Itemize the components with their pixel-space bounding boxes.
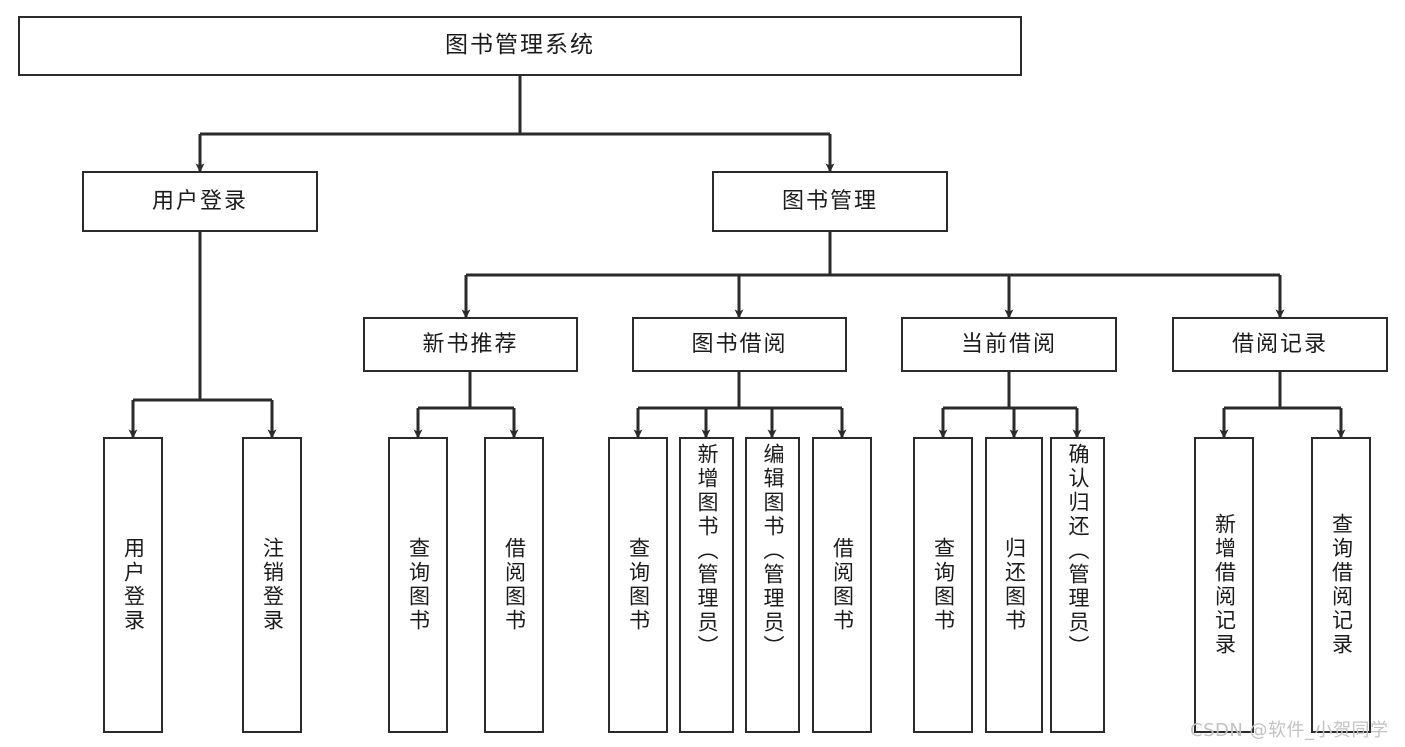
node-label: 用户登录 — [121, 537, 146, 633]
node-label: 借阅记录 — [1231, 331, 1328, 357]
node-label: 用户登录 — [151, 188, 248, 214]
node-book-borrow[interactable]: 图书借阅 — [632, 317, 847, 372]
node-leaf-current-query-book[interactable]: 查询图书 — [913, 437, 973, 733]
node-leaf-borrow-query-book[interactable]: 查询图书 — [608, 437, 668, 733]
node-leaf-logout[interactable]: 注销登录 — [242, 437, 302, 733]
node-leaf-recommend-query-book[interactable]: 查询图书 — [388, 437, 448, 733]
node-label: 查询借阅记录 — [1329, 513, 1354, 657]
node-borrow-record[interactable]: 借阅记录 — [1172, 317, 1388, 372]
node-label: 图书借阅 — [691, 331, 788, 357]
node-book-manage[interactable]: 图书管理 — [712, 171, 948, 232]
node-leaf-edit-book-admin[interactable]: 编辑图书（管理员） — [745, 437, 800, 733]
node-label: 注销登录 — [260, 537, 285, 633]
node-leaf-add-book-admin[interactable]: 新增图书（管理员） — [679, 437, 734, 733]
node-label: 查询图书 — [406, 537, 431, 633]
node-label: 借阅图书 — [502, 537, 527, 633]
node-label: 新增图书（管理员） — [695, 443, 719, 659]
node-label: 确认归还（管理员） — [1066, 443, 1090, 659]
node-new-book-recommend[interactable]: 新书推荐 — [363, 317, 578, 372]
csdn-watermark: CSDN @软件_小贺同学 — [1190, 720, 1389, 741]
node-label: 查询图书 — [626, 537, 651, 633]
node-label: 当前借阅 — [960, 331, 1057, 357]
node-label: 归还图书 — [1002, 537, 1027, 633]
node-leaf-recommend-borrow-book[interactable]: 借阅图书 — [484, 437, 544, 733]
node-label: 图书管理系统 — [445, 32, 595, 59]
node-label: 新增借阅记录 — [1212, 513, 1237, 657]
node-label: 借阅图书 — [830, 537, 855, 633]
node-leaf-add-borrow-record[interactable]: 新增借阅记录 — [1194, 437, 1254, 733]
node-leaf-return-book[interactable]: 归还图书 — [985, 437, 1043, 733]
node-leaf-borrow-book[interactable]: 借阅图书 — [812, 437, 872, 733]
node-user-login[interactable]: 用户登录 — [82, 171, 318, 232]
node-root-system[interactable]: 图书管理系统 — [18, 16, 1022, 76]
node-leaf-confirm-return-admin[interactable]: 确认归还（管理员） — [1050, 437, 1105, 733]
node-label: 查询图书 — [931, 537, 956, 633]
node-leaf-user-login[interactable]: 用户登录 — [103, 437, 163, 733]
node-label: 图书管理 — [781, 188, 878, 214]
node-current-borrow[interactable]: 当前借阅 — [901, 317, 1117, 372]
node-label: 新书推荐 — [422, 331, 519, 357]
node-label: 编辑图书（管理员） — [761, 443, 785, 659]
node-leaf-query-borrow-record[interactable]: 查询借阅记录 — [1311, 437, 1371, 733]
